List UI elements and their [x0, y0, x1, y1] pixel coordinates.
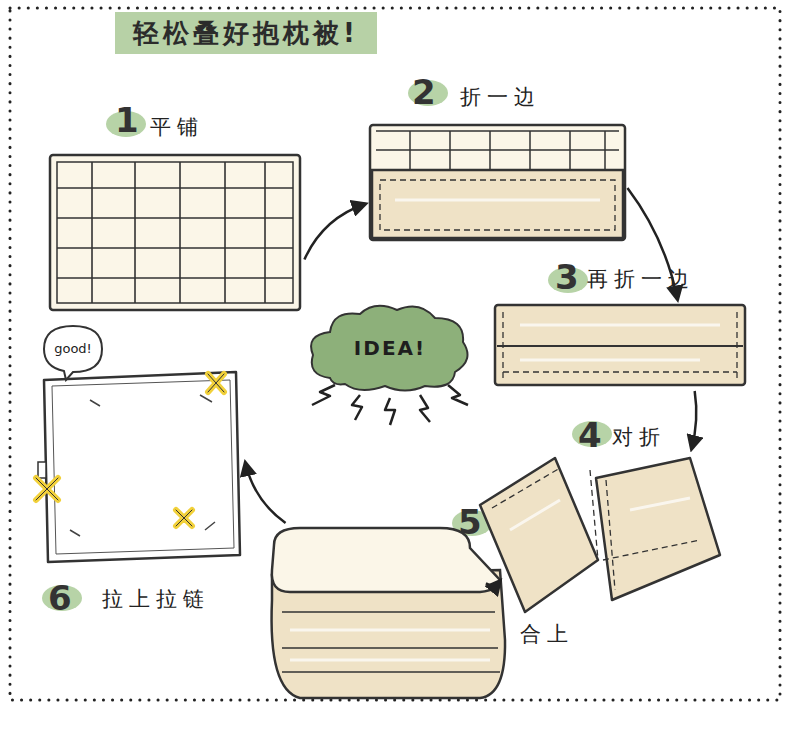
step-arrow [486, 581, 500, 585]
title-banner: 轻松叠好抱枕被! [115, 12, 377, 54]
step-number: 6 [48, 578, 72, 618]
step-label: 合上 [520, 620, 574, 648]
step-arrow [245, 462, 285, 523]
step-fold-other-side: 3再折一边 [495, 305, 745, 385]
step-label: 拉上拉链 [102, 585, 210, 613]
step-number: 3 [555, 257, 579, 297]
step-arrow [692, 391, 697, 449]
bubble-text: good! [54, 341, 92, 356]
cloud-text: IDEA! [354, 336, 426, 360]
step-zip: 6拉上拉链 [40, 370, 242, 564]
step-label: 再折一边 [587, 265, 695, 293]
step-arrow [304, 204, 365, 260]
step-number: 2 [412, 72, 436, 112]
step-fold-half: 4对折 [480, 455, 720, 613]
step-number: 1 [115, 100, 139, 140]
step-number: 4 [578, 415, 602, 455]
step-close: 5合上 [270, 528, 506, 700]
idea-cloud: IDEA! [305, 300, 475, 395]
step-number: 5 [458, 502, 482, 542]
step-label: 折一边 [460, 83, 541, 111]
step-flat: 1平铺 [50, 155, 300, 310]
step-fold-one-side: 2折一边 [370, 125, 625, 240]
step-label: 平铺 [150, 113, 204, 141]
step-label: 对折 [612, 423, 666, 451]
speech-bubble: good! [40, 322, 106, 382]
